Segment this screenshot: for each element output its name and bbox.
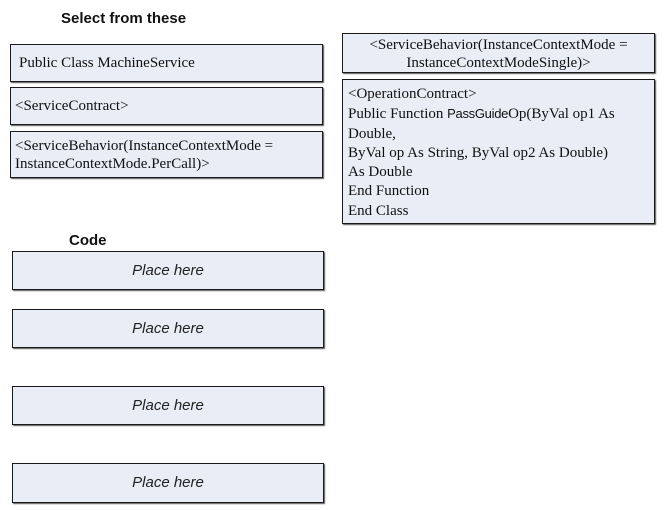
option-percall-line-1: <ServiceBehavior(InstanceContextMode =	[15, 138, 274, 154]
drop-target-4[interactable]: Place here	[12, 463, 324, 503]
option-operation-line-7: End Class	[348, 202, 409, 219]
option-public-class-text: Public Class MachineService	[19, 55, 195, 71]
code-heading: Code	[69, 232, 107, 249]
option-operation-line-4: ByVal op As String, ByVal op2 As Double)	[348, 144, 609, 161]
select-heading: Select from these	[61, 10, 187, 27]
option-percall-line-2: InstanceContextMode.PerCall)>	[15, 156, 210, 172]
option-service-contract[interactable]: <ServiceContract>	[10, 87, 323, 125]
option-operation-line-5: As Double	[348, 164, 413, 181]
option-service-behavior-single[interactable]: <ServiceBehavior(InstanceContextMode = I…	[342, 33, 655, 73]
option-operation-contract[interactable]: <OperationContract> Public Function Pass…	[342, 79, 655, 224]
option-single-line-2: InstanceContextModeSingle)>	[406, 55, 591, 71]
option-operation-line-3: Double,	[348, 125, 396, 142]
option-operation-line-2-post: Op(ByVal op1 As	[508, 106, 615, 123]
option-operation-line-2: Public Function PassGuideOp(ByVal op1 As	[348, 104, 654, 124]
option-single-line-1: <ServiceBehavior(InstanceContextMode =	[369, 37, 628, 53]
option-operation-function-name: PassGuide	[447, 106, 509, 122]
option-operation-line-1: <OperationContract>	[348, 86, 477, 102]
drop-target-2[interactable]: Place here	[12, 309, 324, 348]
option-service-contract-text: <ServiceContract>	[15, 98, 129, 114]
option-operation-line-6: End Function	[348, 183, 430, 200]
option-service-behavior-percall[interactable]: <ServiceBehavior(InstanceContextMode = I…	[10, 131, 323, 178]
option-public-class[interactable]: Public Class MachineService	[10, 44, 323, 82]
option-operation-line-2-pre: Public Function	[348, 106, 448, 123]
drop-target-1[interactable]: Place here	[12, 251, 324, 290]
drop-target-3[interactable]: Place here	[12, 386, 324, 425]
